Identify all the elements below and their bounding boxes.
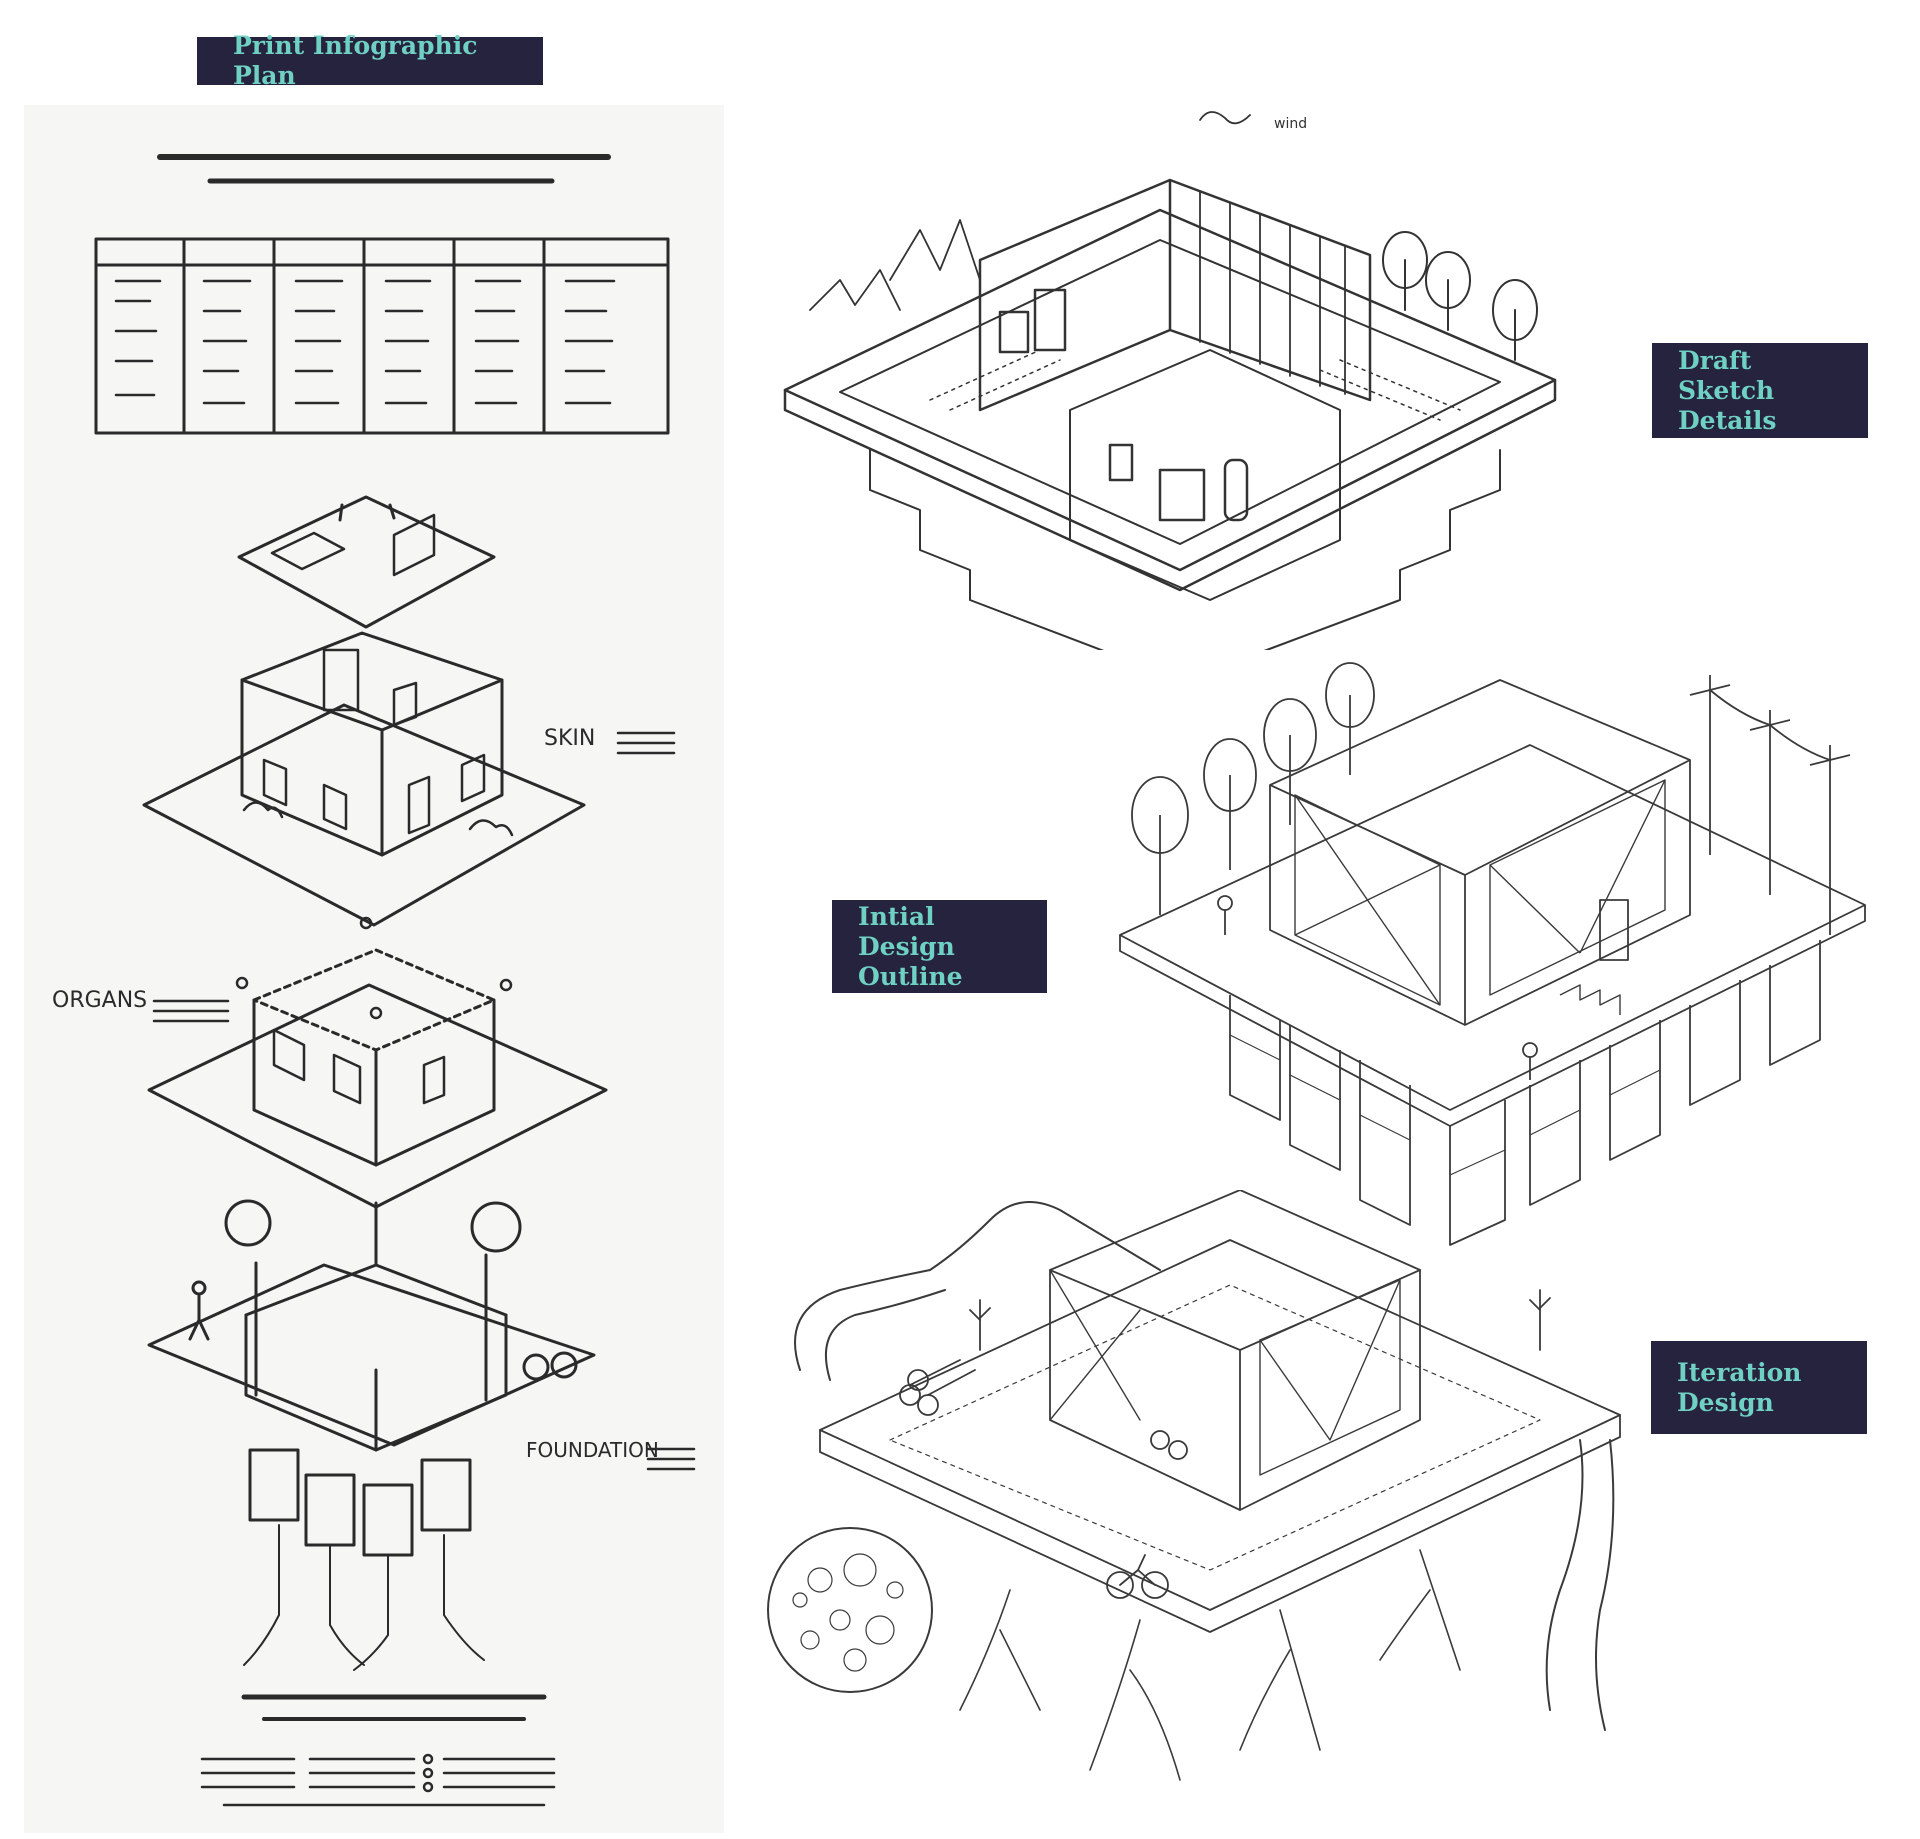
iteration-line-1: Iteration (1677, 1357, 1802, 1387)
iteration-design-drawing (767, 1189, 1621, 1781)
iteration-platform-top (819, 1239, 1621, 1611)
outline-foundation-blocks (1229, 940, 1821, 1246)
skin-annotation-lines (616, 731, 676, 755)
iteration-logs (899, 1359, 1188, 1460)
foundation-layer-sketch (147, 1199, 596, 1557)
roof-layer-sketch (237, 495, 496, 629)
draft-box (1108, 443, 1134, 482)
iteration-waterfall (1545, 1439, 1615, 1731)
organs-layer-sketch (147, 916, 608, 1209)
outline-trees (1131, 662, 1375, 915)
iteration-line-2: Design (1677, 1387, 1774, 1417)
outline-power-poles (1689, 675, 1851, 935)
initial-outline-line-1: Intial Design (858, 901, 955, 961)
draft-sketch-panel: wind (780, 80, 1580, 681)
skin-layer-sketch (142, 631, 586, 927)
draft-back-wall (978, 178, 1172, 412)
initial-design-outline-label: Intial Design Outline (832, 900, 1047, 993)
outline-door (1599, 899, 1629, 961)
draft-sketch-details-label: Draft Sketch Details (1652, 343, 1868, 438)
column-grid-sketch (94, 237, 670, 435)
organs-annotation-lines (152, 999, 230, 1023)
print-plan-sketch-panel: SKIN ORGANS (24, 105, 724, 1833)
outline-platform-top (1119, 744, 1866, 1111)
draft-sketch-line-2: Details (1678, 405, 1777, 435)
initial-outline-line-2: Outline (858, 961, 963, 991)
iteration-design-label: Iteration Design (1651, 1341, 1867, 1434)
print-infographic-plan-label: Print Infographic Plan (197, 31, 543, 90)
iteration-roots (959, 1549, 1461, 1781)
organs-annotation: ORGANS (52, 988, 147, 1013)
draft-sketch-line-1: Draft Sketch (1678, 345, 1775, 405)
draft-tank (1223, 458, 1249, 522)
draft-wall-stripes (1199, 191, 1346, 395)
draft-fridge (1033, 288, 1067, 352)
draft-crop-rows (929, 349, 1461, 421)
skin-annotation: SKIN (544, 726, 595, 751)
print-plan-text: Print Infographic Plan (233, 31, 478, 90)
draft-stove (998, 310, 1030, 354)
footer-text-sketch (200, 1694, 556, 1807)
initial-design-panel (1110, 655, 1875, 1255)
initial-design-drawing (1119, 662, 1866, 1246)
foundation-annotation-lines (646, 1447, 696, 1471)
outline-frame-box (1269, 679, 1691, 1026)
iteration-soil-circle (767, 1527, 933, 1693)
iteration-design-panel (760, 1189, 1660, 1830)
foundation-annotation: FOUNDATION (526, 1438, 659, 1462)
print-plan-sketch: SKIN ORGANS (52, 154, 696, 1807)
draft-boiler (1158, 468, 1206, 522)
draft-wind-note: wind (1274, 116, 1307, 132)
draft-sketch-drawing: wind (783, 111, 1557, 681)
roots-sketch (243, 1524, 485, 1671)
